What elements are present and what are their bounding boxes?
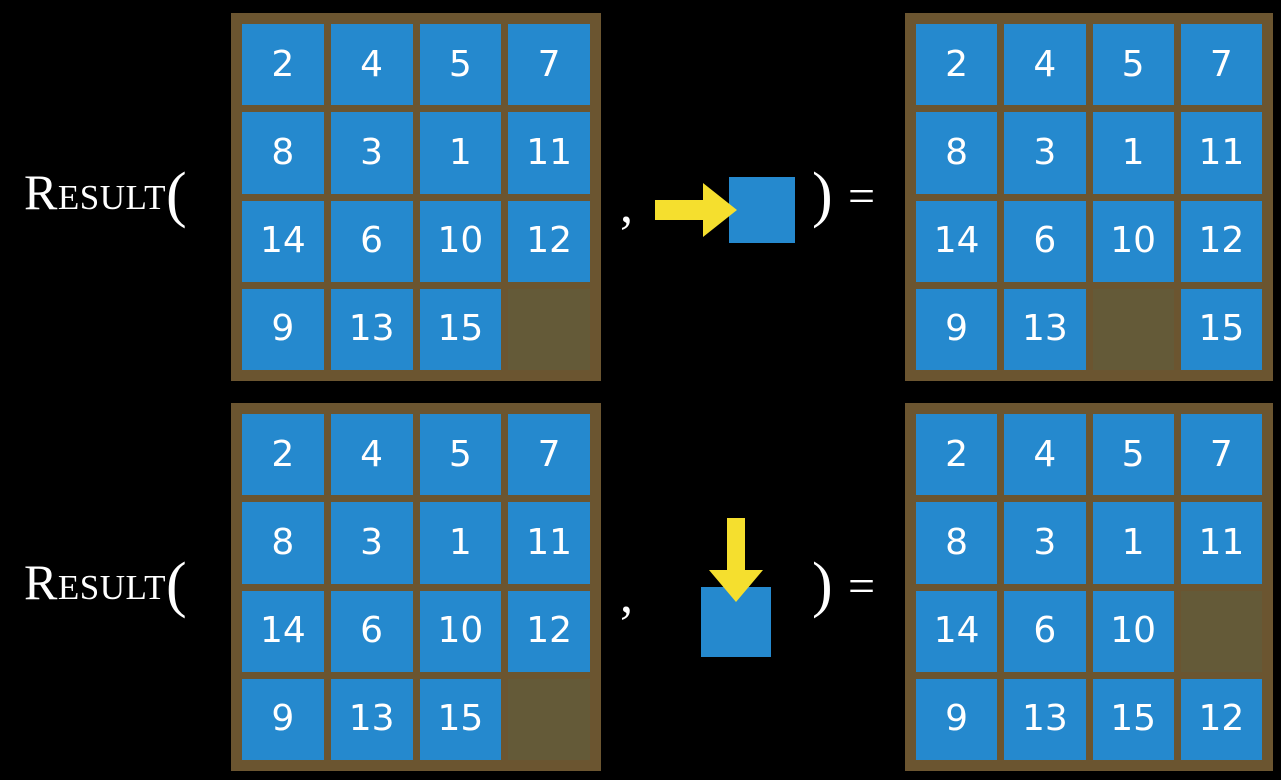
arrow-down-icon (709, 518, 763, 602)
tile[interactable]: 3 (1004, 502, 1086, 584)
tile[interactable]: 4 (1004, 414, 1086, 496)
tile[interactable]: 13 (1004, 288, 1086, 370)
tile[interactable]: 14 (916, 590, 998, 672)
input-board-top: 2 4 5 7 8 3 1 11 14 6 10 12 9 13 15 (231, 13, 601, 381)
tile[interactable]: 8 (916, 502, 998, 584)
move-action-right (655, 170, 800, 248)
tile[interactable]: 7 (508, 24, 590, 106)
tile[interactable]: 5 (419, 24, 502, 106)
result-function-label: Result( (24, 554, 187, 616)
tile[interactable]: 15 (419, 678, 502, 760)
tile[interactable]: 11 (508, 112, 590, 194)
argument-separator-comma: , (620, 177, 633, 234)
tile[interactable]: 1 (419, 112, 502, 194)
tile[interactable]: 1 (1092, 112, 1174, 194)
tile[interactable]: 10 (419, 200, 502, 282)
argument-separator-comma: , (620, 567, 633, 624)
tile[interactable]: 2 (242, 24, 324, 106)
result-word: Result (24, 554, 167, 610)
tile[interactable]: 14 (242, 200, 324, 282)
tile[interactable]: 9 (242, 288, 324, 370)
blank-square (729, 177, 795, 243)
open-paren: ( (166, 551, 188, 619)
tile[interactable]: 6 (1004, 200, 1086, 282)
equals-sign: = (848, 560, 876, 613)
tile[interactable]: 2 (916, 414, 998, 496)
tile[interactable]: 7 (508, 414, 590, 496)
tile[interactable]: 4 (330, 414, 413, 496)
tile[interactable]: 5 (1092, 414, 1174, 496)
tile[interactable]: 13 (1004, 678, 1086, 760)
arrow-right-icon (655, 183, 737, 237)
equation-down-move: Result( 2 4 5 7 8 3 1 11 14 6 10 12 9 13… (0, 390, 1281, 780)
tile[interactable]: 7 (1180, 24, 1262, 106)
tile[interactable]: 5 (1092, 24, 1174, 106)
tile[interactable]: 15 (1092, 678, 1174, 760)
tile[interactable]: 12 (1180, 200, 1262, 282)
result-function-label: Result( (24, 164, 187, 226)
equals-sign: = (848, 170, 876, 223)
input-board-bottom: 2 4 5 7 8 3 1 11 14 6 10 12 9 13 15 (231, 403, 601, 771)
tile[interactable]: 12 (1180, 678, 1262, 760)
result-word: Result (24, 164, 167, 220)
tile[interactable]: 8 (242, 502, 324, 584)
tile[interactable]: 2 (916, 24, 998, 106)
tile[interactable]: 6 (330, 590, 413, 672)
tile[interactable]: 12 (508, 590, 590, 672)
close-paren: ) (812, 161, 833, 229)
tile[interactable]: 11 (1180, 112, 1262, 194)
close-paren: ) (812, 551, 833, 619)
tile[interactable]: 8 (916, 112, 998, 194)
open-paren: ( (166, 161, 188, 229)
tile[interactable]: 13 (330, 288, 413, 370)
tile[interactable]: 7 (1180, 414, 1262, 496)
tile[interactable]: 2 (242, 414, 324, 496)
tile[interactable]: 12 (508, 200, 590, 282)
tile[interactable]: 3 (1004, 112, 1086, 194)
tile[interactable]: 9 (916, 288, 998, 370)
blank-cell[interactable] (508, 288, 590, 370)
tile[interactable]: 15 (419, 288, 502, 370)
tile[interactable]: 6 (1004, 590, 1086, 672)
tile[interactable]: 10 (419, 590, 502, 672)
equation-right-move: Result( 2 4 5 7 8 3 1 11 14 6 10 12 9 13… (24, 13, 1273, 381)
tile[interactable]: 4 (1004, 24, 1086, 106)
tile[interactable]: 5 (419, 414, 502, 496)
tile[interactable]: 10 (1092, 590, 1174, 672)
tile[interactable]: 1 (419, 502, 502, 584)
tile[interactable]: 3 (330, 502, 413, 584)
move-action-down (690, 505, 800, 665)
tile[interactable]: 4 (330, 24, 413, 106)
blank-cell[interactable] (1092, 288, 1174, 370)
tile[interactable]: 11 (1180, 502, 1262, 584)
tile[interactable]: 14 (242, 590, 324, 672)
output-board-top: 2 4 5 7 8 3 1 11 14 6 10 12 9 13 15 (905, 13, 1273, 381)
tile[interactable]: 14 (916, 200, 998, 282)
tile[interactable]: 10 (1092, 200, 1174, 282)
tile[interactable]: 15 (1180, 288, 1262, 370)
output-board-bottom: 2 4 5 7 8 3 1 11 14 6 10 9 13 15 12 (905, 403, 1273, 771)
tile[interactable]: 8 (242, 112, 324, 194)
blank-cell[interactable] (1180, 590, 1262, 672)
tile[interactable]: 13 (330, 678, 413, 760)
tile[interactable]: 9 (242, 678, 324, 760)
tile[interactable]: 11 (508, 502, 590, 584)
tile[interactable]: 3 (330, 112, 413, 194)
tile[interactable]: 6 (330, 200, 413, 282)
tile[interactable]: 9 (916, 678, 998, 760)
tile[interactable]: 1 (1092, 502, 1174, 584)
blank-cell[interactable] (508, 678, 590, 760)
